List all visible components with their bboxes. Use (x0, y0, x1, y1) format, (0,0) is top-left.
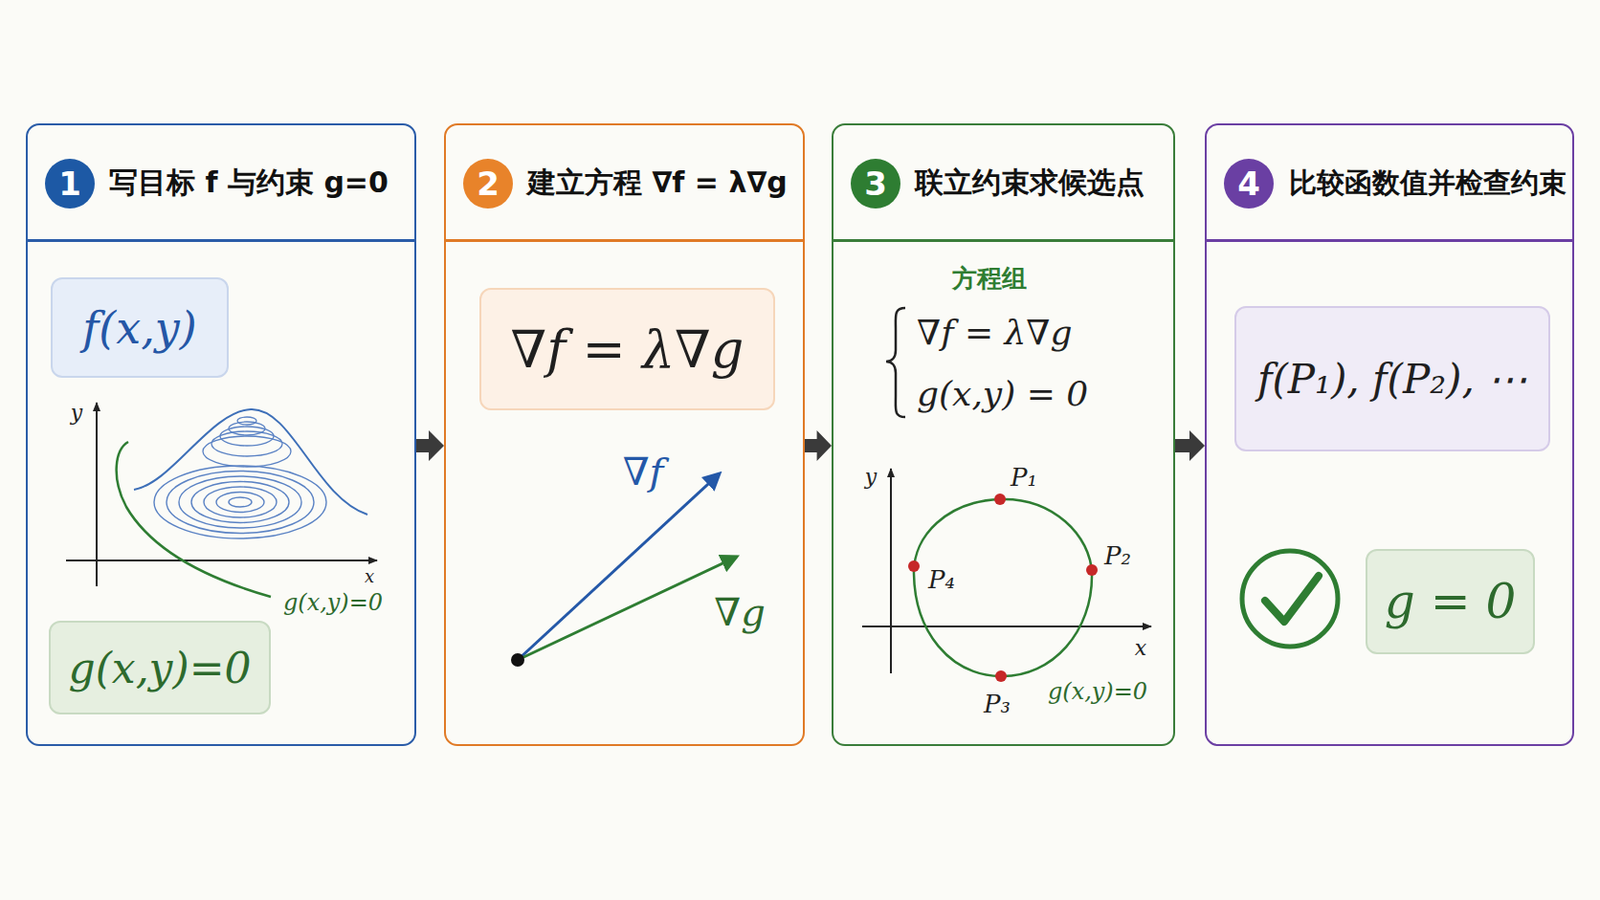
step-panel: 联立约束求候选点 3 (831, 123, 1176, 747)
step-number-badge: 1 (44, 157, 96, 210)
badge-circle (1223, 158, 1274, 209)
badge-circle (44, 158, 95, 209)
formula-box: g = 0 (1365, 549, 1536, 655)
flow-arrow (416, 430, 445, 462)
step-panel: 建立方程 ∇f = λ∇g 2 ∇f = λ∇g (444, 123, 805, 747)
contour-line (228, 497, 252, 508)
step-number-badge: 3 (849, 157, 902, 210)
y-axis (889, 468, 892, 674)
step-title: 联立约束求候选点 (914, 163, 1145, 203)
diagram-label: y (865, 466, 877, 489)
diagram-label: x (364, 567, 375, 587)
step-number: 3 (864, 164, 888, 203)
header-divider (27, 239, 415, 243)
contour-line (228, 422, 266, 436)
diagram-label: P₂ (1104, 542, 1132, 571)
constraint-curve (913, 499, 1092, 677)
formula-box: g(x,y)=0 (48, 621, 270, 715)
contour-lines (154, 417, 327, 539)
formula-box: f(x,y) (50, 277, 229, 378)
flow-arrow (1175, 430, 1205, 462)
gradient-f-vector (517, 473, 720, 661)
contour-line (216, 492, 265, 513)
contour-line (211, 431, 283, 457)
step-panel: 比较函数值并检查约束 4 f(P₁), f(P₂), ⋯ g = 0 (1204, 123, 1575, 747)
candidate-point (995, 670, 1007, 683)
step-number: 2 (476, 164, 500, 203)
formula-text: ∇f = λ∇g (511, 319, 745, 380)
step-number: 1 (58, 164, 82, 203)
formula-text: f(x,y) (82, 302, 197, 355)
contour-line (202, 436, 291, 467)
diagram-label: ∇g (713, 591, 766, 634)
step-title: 比较函数值并检查约束 (1288, 164, 1567, 203)
diagram-label: y (70, 401, 83, 425)
candidate-point (908, 560, 920, 573)
diagram-label: x (1134, 637, 1147, 661)
check-mark (1265, 576, 1319, 623)
contour-line (203, 487, 277, 518)
formula-text: f(P₁), f(P₂), ⋯ (1257, 355, 1528, 403)
equation-brace (886, 308, 906, 418)
contour-line (166, 471, 314, 534)
contour-line (237, 417, 257, 425)
contour-line (191, 482, 289, 524)
contour-line (154, 466, 327, 539)
y-axis (95, 402, 98, 587)
x-axis (862, 625, 1152, 628)
x-axis (66, 559, 378, 562)
step-title: 写目标 f 与约束 g=0 (109, 163, 389, 203)
header-divider (445, 239, 803, 243)
diagram-label: P₃ (983, 690, 1011, 719)
badge-circle (850, 158, 901, 209)
check-circle (1242, 551, 1338, 647)
candidate-point (1086, 564, 1098, 577)
title-holder: 写目标 f 与约束 g=0 (109, 125, 389, 242)
constraint-curve (116, 442, 271, 598)
step-title: 建立方程 ∇f = λ∇g (527, 163, 788, 203)
title-holder: 建立方程 ∇f = λ∇g (527, 125, 788, 242)
title-holder: 联立约束求候选点 (914, 125, 1145, 242)
header-divider (1206, 239, 1573, 243)
gradient-g-vector (517, 556, 737, 661)
diagram-label: ∇f = λ∇g (916, 313, 1073, 353)
formula-text: g = 0 (1384, 574, 1517, 630)
contour-line (178, 476, 302, 529)
step-number: 4 (1237, 164, 1261, 203)
formula-text: g(x,y)=0 (67, 644, 251, 693)
step-panel: 写目标 f 与约束 g=0 1 f(x,y) g(x,y)=0 (25, 123, 417, 747)
step-number-badge: 2 (462, 157, 514, 210)
diagram-label: ∇f (622, 450, 665, 493)
flow-arrow (804, 430, 832, 462)
surface-outline (133, 409, 368, 515)
header-divider (833, 239, 1174, 243)
diagram-label: g(x,y) = 0 (916, 375, 1089, 414)
diagram-label: P₄ (928, 566, 956, 595)
diagram-label: 方程组 (952, 265, 1027, 293)
origin-dot (511, 653, 525, 667)
title-holder: 比较函数值并检查约束 (1288, 125, 1567, 242)
candidate-point (994, 493, 1006, 506)
badge-circle (463, 158, 513, 209)
step-number-badge: 4 (1222, 157, 1275, 210)
formula-box: ∇f = λ∇g (479, 288, 776, 411)
diagram-label: P₁ (1010, 464, 1038, 492)
formula-box: f(P₁), f(P₂), ⋯ (1234, 306, 1551, 452)
diagram-label: g(x,y)=0 (283, 590, 383, 616)
diagram-label: g(x,y)=0 (1047, 679, 1148, 705)
